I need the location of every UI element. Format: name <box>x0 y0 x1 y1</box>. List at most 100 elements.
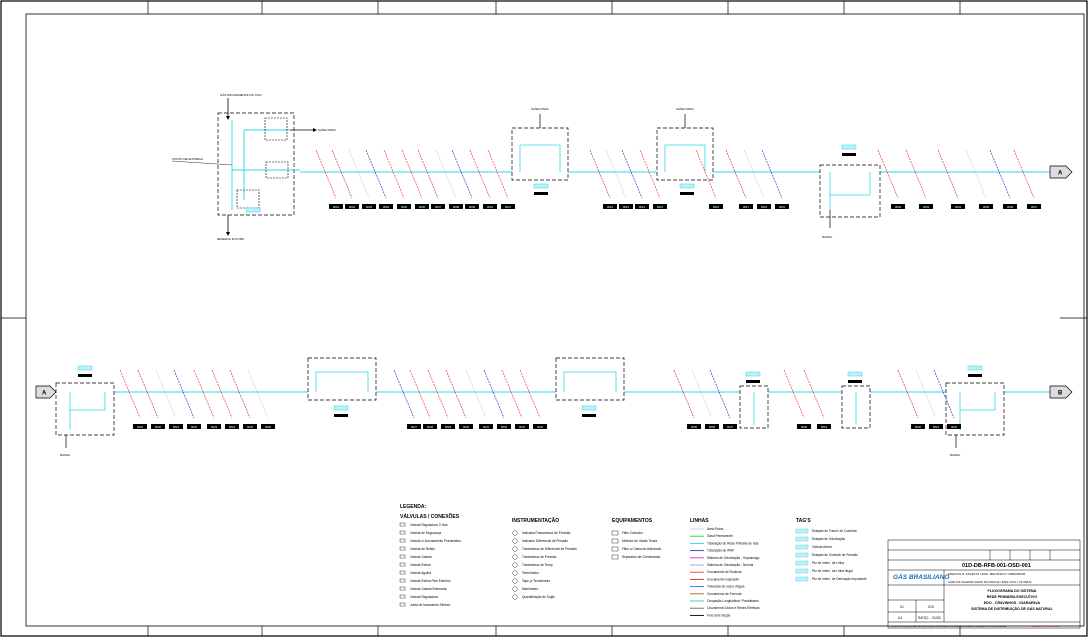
row2-tag-11: 0030 <box>463 425 470 429</box>
row1-tag-box-2 <box>362 204 376 209</box>
legend-tag-symbol-5 <box>795 568 809 574</box>
legend-instr-symbol-3 <box>512 554 518 560</box>
row2-crossing-2 <box>155 369 177 419</box>
legend-equip-symbol-1 <box>611 538 619 544</box>
row1-tag-6: 0007 <box>435 205 442 209</box>
row2-tag-box-19 <box>797 424 811 429</box>
row1-tag-8: 0009 <box>469 205 476 209</box>
row1-tag-13: 0014 <box>639 205 646 209</box>
legend-line-10: Ocupação Longitudinal / Paralelismo <box>707 599 759 603</box>
row1-tag-box-3 <box>379 204 393 209</box>
company-name: GÁS BRASILIANO <box>893 572 949 581</box>
row2-tag-8: 0027 <box>411 425 418 429</box>
row2-tag-23: 0022 <box>951 425 958 429</box>
row1-tag-11: 0012 <box>607 205 614 209</box>
legend-instr-3: Transmissor de Pressão <box>522 555 557 559</box>
connector-a-label: A <box>1058 171 1063 177</box>
legend-valves-title: VÁLVULAS / CONEXÕES <box>400 513 460 520</box>
legend-line-3: Tubulação de IPAP <box>707 549 734 553</box>
legend-tag-3: Estação de Controle de Pressão <box>812 553 858 557</box>
row2-tag-2: 0021 <box>173 425 180 429</box>
legend-line-1: Gásd Permanente <box>707 534 733 538</box>
row1-tag-15: 0016 <box>713 205 720 209</box>
row1-tag-box-23 <box>1003 204 1017 209</box>
row2-tag-7: 0026 <box>265 425 272 429</box>
row1-crossing-12 <box>605 149 627 199</box>
legend-valve-symbol-2 <box>399 538 406 543</box>
legend-valve-10: Junta de Isolamento Elétrico <box>410 603 450 607</box>
row1-tag-0: 0001 <box>333 205 340 209</box>
legend-line-2: Tubulação de Rede Primária de Gás <box>707 541 759 545</box>
row2-crossing-3 <box>173 369 195 419</box>
row1-tag-box-21 <box>951 204 965 209</box>
legend-valve-symbol-5 <box>399 562 406 567</box>
station-boxes: SAÍDA PARA SAÍDA PARA RAMAL RAMAL RAMAL <box>55 107 1005 457</box>
sheet-total: 010 <box>928 605 934 609</box>
row2-tag-box-10 <box>441 424 455 429</box>
row2-tag-box-18 <box>723 424 737 429</box>
row2-tag-box-23 <box>947 424 961 429</box>
legend: LEGENDA: VÁLVULAS / CONEXÕES Válvula Reg… <box>399 504 867 617</box>
row2-tag-box-11 <box>459 424 473 429</box>
row2-crossing-16 <box>673 369 695 419</box>
row1-tag-2: 0003 <box>366 205 373 209</box>
legend-valve-symbol-1 <box>399 530 406 535</box>
row1-tag-box-6 <box>431 204 445 209</box>
row2-tag-box-4 <box>207 424 221 429</box>
legend-equip-symbol-0 <box>611 530 619 536</box>
approver: CARLOS VALERIO AVAIS DA ROCHA / ENG.CIVI… <box>948 580 1032 584</box>
connector-b-label: B <box>1058 391 1063 397</box>
row2-tag-box-5 <box>225 424 239 429</box>
connector-a-end: A <box>1049 165 1073 179</box>
row1-crossing-23 <box>989 149 1011 199</box>
legend-line-12: Furo sem Seção <box>707 613 731 617</box>
row2-tag-box-8 <box>407 424 421 429</box>
row1-tag-box-10 <box>501 204 515 209</box>
row2-crossing-11 <box>445 369 467 419</box>
legend-instr-symbol-7 <box>512 586 518 592</box>
legend-instr-1: Indicador Diferencial de Pressão <box>522 539 568 543</box>
row1-crossing-15 <box>695 149 717 199</box>
branch-label-4: RAMAL <box>60 453 71 457</box>
row2-tag-box-6 <box>243 424 257 429</box>
legend-instr-symbol-8 <box>512 594 518 600</box>
row2-crossing-6 <box>229 369 251 419</box>
row1-tag-box-13 <box>635 204 649 209</box>
row1-crossing-10 <box>487 149 509 199</box>
row1-tag-box-16 <box>739 204 753 209</box>
row2-crossing-0 <box>119 369 141 419</box>
title-block <box>887 539 1081 629</box>
row2-tag-19: 0038 <box>801 425 808 429</box>
legend-instr-symbol-6 <box>512 578 518 584</box>
title-line-3: EDO - CRAVINHOS - IGARAPAVA <box>984 601 1041 605</box>
row1-tag-box-4 <box>397 204 411 209</box>
legend-valve-2: Válvula c/ Acionamento Pneumático <box>410 539 461 543</box>
legend-instr-4: Transmissor de Temp. <box>522 563 553 567</box>
row2-tag-0: 0019 <box>137 425 144 429</box>
row1-crossing-9 <box>469 149 491 199</box>
row2-crossing-22 <box>915 369 937 419</box>
legend-valve-symbol-6 <box>399 570 406 575</box>
row1-crossing-7 <box>435 149 457 199</box>
row1-tag-20: 0003 <box>923 205 930 209</box>
legend-lines-title: LINHAS <box>690 518 709 524</box>
row1-tag-24: 0007 <box>1031 205 1038 209</box>
row1-tag-box-0 <box>329 204 343 209</box>
row1-crossing-11 <box>589 149 611 199</box>
row2-tag-box-20 <box>817 424 831 429</box>
row2-tag-box-12 <box>479 424 493 429</box>
legend-instr-symbol-1 <box>512 538 518 544</box>
row2-crossing-8 <box>393 369 415 419</box>
legend-valve-4: Válvula Gaveta <box>410 555 432 559</box>
legend-instr-symbol-2 <box>512 546 518 552</box>
row2-tag-box-16 <box>687 424 701 429</box>
row2-tag-box-14 <box>515 424 529 429</box>
row2-crossing-7 <box>247 369 269 419</box>
row1-crossing-2 <box>348 149 370 199</box>
row1-tag-box-20 <box>919 204 933 209</box>
legend-valve-1: Válvula de Segurança <box>410 531 441 535</box>
row2-tag-17: 0036 <box>709 425 716 429</box>
row1-tag-box-8 <box>465 204 479 209</box>
row1-tag-box-14 <box>653 204 667 209</box>
